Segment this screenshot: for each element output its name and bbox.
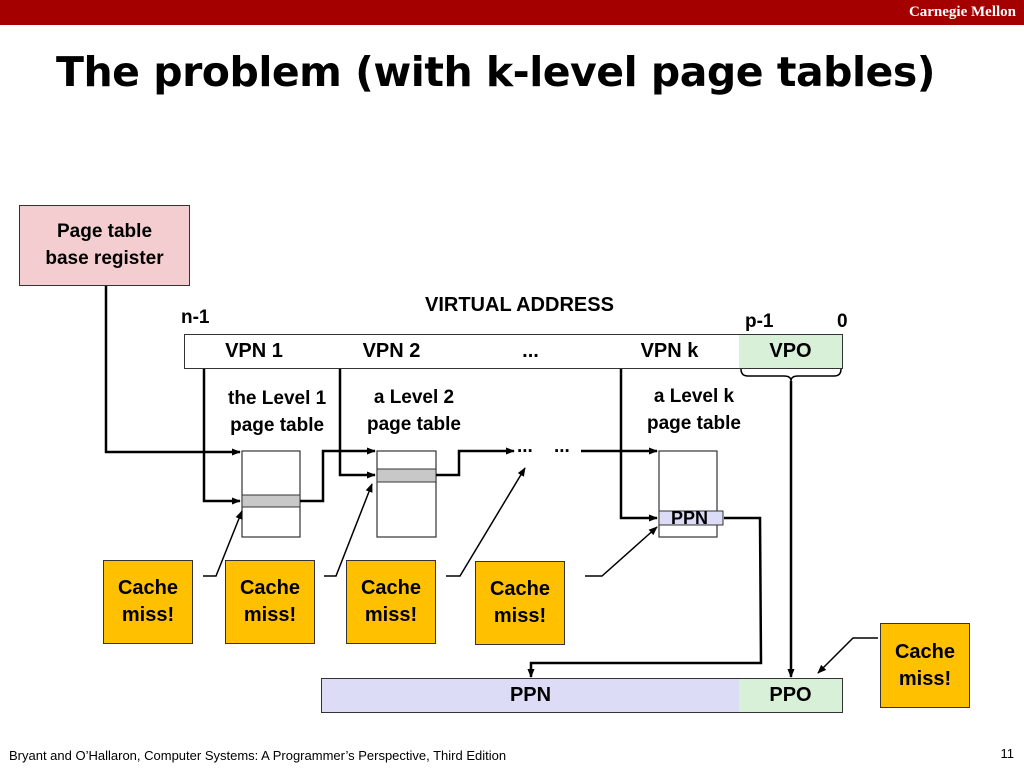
bit-index-n-1: n-1	[181, 307, 210, 328]
level1-page-table	[241, 450, 301, 538]
levelk-ppn-entry	[658, 510, 724, 526]
levelk-label-line1: a Level k	[653, 386, 735, 407]
level1-label-line1: the Level 1	[228, 388, 327, 409]
cache-miss-leader-1	[203, 510, 243, 577]
ptbr-arrow	[104, 286, 241, 456]
cache-miss-3-line1: Cache	[360, 577, 422, 599]
cache-miss-leader-4	[585, 526, 658, 577]
ptbr-label-line1: Page table	[56, 220, 153, 242]
level2-onward-arrow	[436, 447, 515, 477]
brand-label: Carnegie Mellon	[908, 4, 1016, 20]
cache-miss-1-line1: Cache	[117, 577, 179, 599]
levelk-label-line2: page table	[647, 413, 741, 434]
levelk-table-label: a Level k page table	[647, 383, 741, 437]
bit-index-p-1: p-1	[745, 311, 774, 332]
vpo-label: VPO	[769, 340, 812, 362]
cache-miss-4-line2: miss!	[493, 605, 547, 627]
header-bar: Carnegie Mellon	[0, 0, 1024, 25]
physical-ppo-label: PPO	[769, 684, 812, 706]
vpn2-field: VPN 2	[322, 334, 462, 369]
level2-label-line2: page table	[367, 414, 461, 435]
cache-miss-leader-3	[446, 467, 526, 577]
level2-page-table-entry	[376, 468, 437, 483]
level1-label-line2: page table	[230, 415, 325, 436]
vpo-brace	[740, 368, 842, 382]
slide-title: The problem (with k-level page tables)	[56, 48, 935, 96]
virtual-address-label: VIRTUAL ADDRESS	[425, 294, 614, 316]
levelk-ppn-label: PPN	[671, 508, 709, 528]
cache-miss-5-line2: miss!	[898, 667, 952, 690]
cache-miss-box-3: Cache miss!	[346, 560, 436, 644]
ptbr-label-line2: base register	[45, 247, 164, 269]
cache-miss-box-5: Cache miss!	[880, 623, 970, 708]
ppn-to-physical-arrow	[527, 516, 763, 678]
cache-miss-leader-5	[817, 637, 878, 674]
cache-miss-4-line1: Cache	[489, 578, 551, 600]
bit-index-0: 0	[837, 311, 848, 332]
vpn2-label: VPN 2	[362, 340, 421, 362]
level1-page-table-entry	[241, 494, 301, 508]
vpn1-arrow	[202, 352, 241, 505]
cache-miss-2-line2: miss!	[243, 604, 297, 626]
vpnk-label: VPN k	[640, 340, 699, 362]
cache-miss-box-4: Cache miss!	[475, 561, 565, 645]
cache-miss-leader-2	[324, 483, 373, 577]
physical-ppn-field: PPN	[321, 678, 740, 713]
vpn-ellipsis-label: ...	[522, 340, 539, 362]
vpnk-field: VPN k	[600, 334, 740, 369]
cache-miss-3-line2: miss!	[364, 604, 418, 626]
cache-miss-5-line1: Cache	[894, 640, 956, 663]
cache-miss-2-line1: Cache	[239, 577, 301, 599]
page-number: 11	[1000, 746, 1015, 761]
level2-table-label: a Level 2 page table	[367, 384, 461, 438]
vpn1-field: VPN 1	[184, 334, 324, 369]
physical-ppn-label: PPN	[509, 684, 552, 706]
level2-label-line1: a Level 2	[373, 387, 455, 408]
page-table-base-register-box: Page table base register	[19, 205, 190, 286]
level2-page-table	[376, 450, 437, 538]
cache-miss-box-2: Cache miss!	[225, 560, 315, 644]
cache-miss-1-line2: miss!	[121, 604, 175, 626]
vpn1-label: VPN 1	[225, 340, 283, 362]
physical-ppo-field: PPO	[739, 678, 843, 713]
vpnk-arrow	[619, 352, 658, 522]
vpo-field: VPO	[739, 334, 843, 369]
footer-citation: Bryant and O’Hallaron, Computer Systems:…	[9, 748, 507, 763]
cache-miss-box-1: Cache miss!	[103, 560, 193, 644]
intermediate-levels-ellipsis: ... ...	[517, 436, 570, 457]
level1-table-label: the Level 1 page table	[228, 385, 326, 439]
level1-to-level2-arrow	[300, 447, 376, 503]
vpn2-arrow	[338, 352, 376, 479]
vpn-ellipsis-field: ...	[461, 334, 601, 369]
